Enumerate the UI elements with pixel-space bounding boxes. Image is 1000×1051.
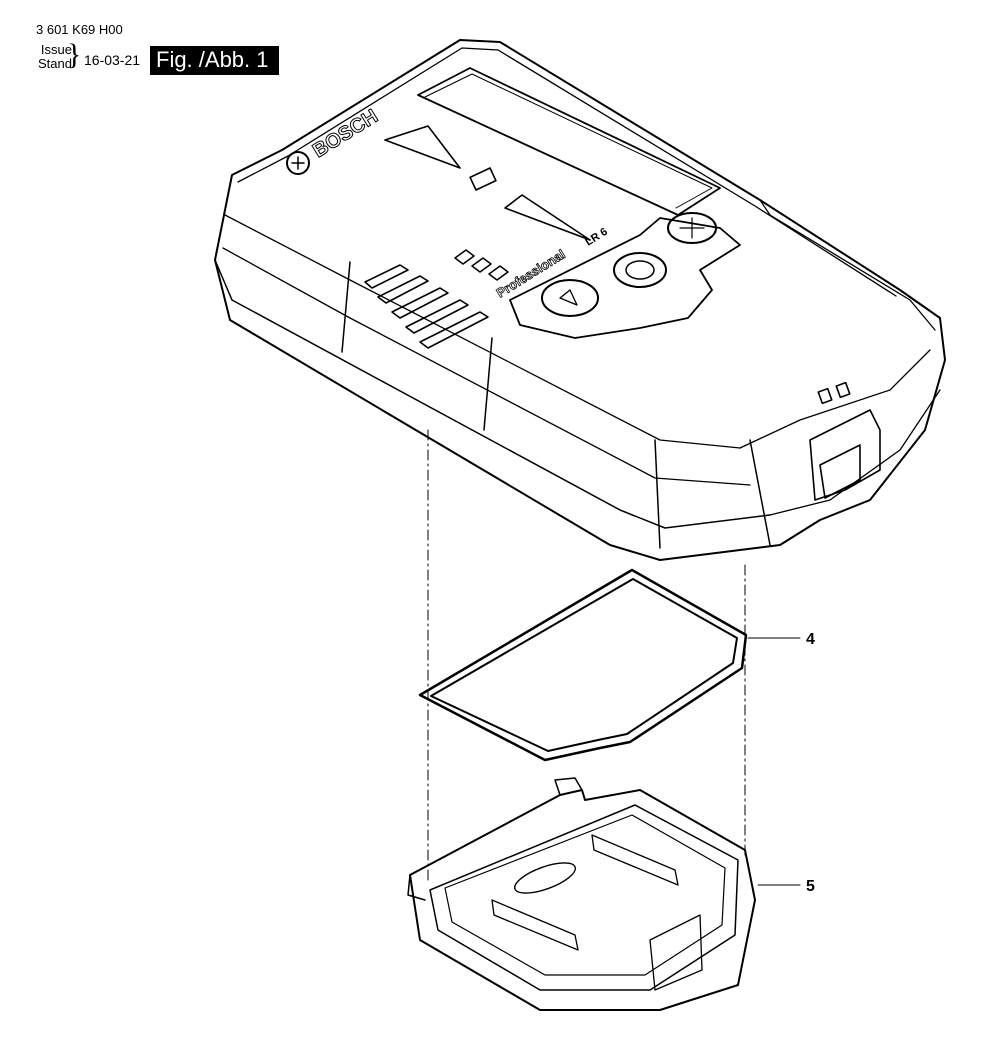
bosch-logo: BOSCH: [286, 105, 382, 175]
keypad-panel: [509, 217, 741, 339]
display-indicators: [384, 125, 591, 241]
brand-text: BOSCH: [309, 105, 382, 162]
callout-5-number: 5: [806, 878, 815, 895]
display-window: [417, 67, 721, 216]
vent-grille: [364, 264, 489, 349]
decor-stripes: [454, 249, 509, 281]
callout-4-number: 4: [806, 631, 815, 648]
part-number: 3 601 K69 H00: [36, 22, 123, 37]
assembly-lines: [427, 429, 746, 881]
volume-button: [541, 279, 599, 317]
callout-5: 5: [757, 878, 815, 895]
callout-4: 4: [747, 631, 815, 648]
stand-label: Stand: [38, 56, 72, 71]
seal-gasket: [418, 568, 748, 762]
issue-label: Issue: [40, 42, 72, 57]
battery-cover: [407, 777, 756, 1011]
model-suffix: LR 6: [583, 226, 610, 249]
receiver-body: [214, 39, 946, 561]
end-connector: [809, 381, 881, 501]
mode-button: [667, 212, 717, 244]
title-block: 3 601 K69 H00 Issue Stand } 16-03-21 Fig…: [0, 0, 320, 80]
issue-date: 16-03-21: [84, 52, 141, 68]
issue-stand-labels: Issue Stand: [38, 43, 72, 71]
figure-label: Fig. /Abb. 1: [150, 46, 279, 75]
brace-symbol: }: [67, 38, 82, 71]
power-button: [613, 252, 667, 288]
